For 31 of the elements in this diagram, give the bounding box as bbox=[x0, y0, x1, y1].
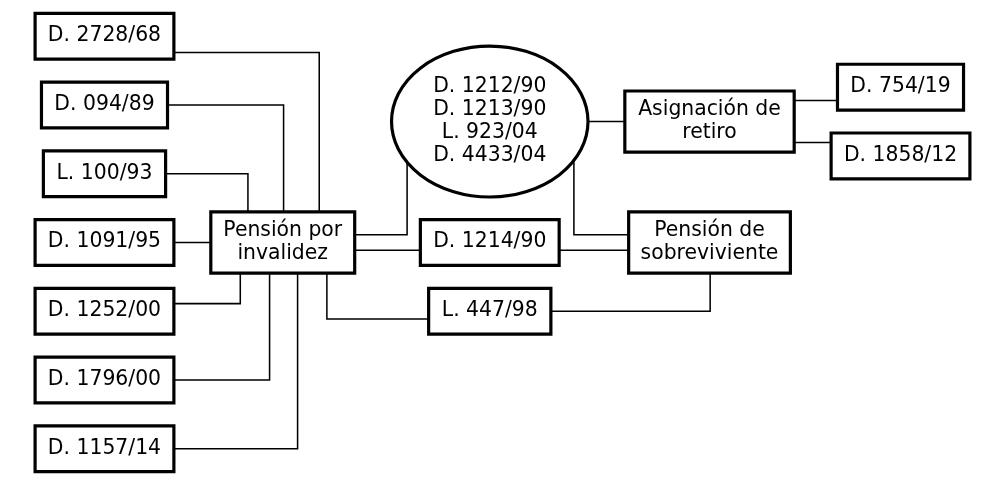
connector bbox=[166, 104, 285, 213]
node-box: L. 100/93 bbox=[41, 149, 168, 199]
node-box: D. 754/19 bbox=[835, 62, 966, 112]
node-box: D. 094/89 bbox=[39, 80, 170, 130]
connector bbox=[164, 172, 249, 213]
connector bbox=[173, 272, 299, 450]
connector bbox=[326, 272, 429, 320]
connector bbox=[793, 141, 832, 144]
connector bbox=[558, 249, 630, 251]
node-box: Pensión por invalidez bbox=[209, 210, 357, 275]
node-box: D. 2728/68 bbox=[33, 11, 176, 61]
node-box: D. 1091/95 bbox=[33, 218, 176, 267]
connector bbox=[354, 249, 421, 251]
connector bbox=[173, 272, 271, 381]
connector bbox=[173, 241, 212, 244]
node-box: Pensión de sobreviviente bbox=[627, 210, 792, 275]
connector bbox=[173, 272, 242, 305]
connector bbox=[587, 120, 626, 123]
connector bbox=[573, 159, 630, 236]
node-box: D. 1858/12 bbox=[829, 131, 972, 181]
node-box: L. 447/98 bbox=[427, 286, 553, 336]
node-box: D. 1214/90 bbox=[418, 218, 561, 267]
connector bbox=[353, 161, 408, 236]
node-box: D. 1252/00 bbox=[33, 286, 176, 336]
node-box: D. 1157/14 bbox=[33, 424, 176, 474]
connector bbox=[173, 51, 320, 213]
node-ellipse: D. 1212/90 D. 1213/90 L. 923/04 D. 4433/04 bbox=[389, 44, 590, 199]
connector bbox=[793, 99, 838, 102]
node-box: D. 1796/00 bbox=[33, 355, 176, 405]
connector bbox=[550, 272, 711, 313]
node-box: Asignación de retiro bbox=[623, 89, 796, 154]
